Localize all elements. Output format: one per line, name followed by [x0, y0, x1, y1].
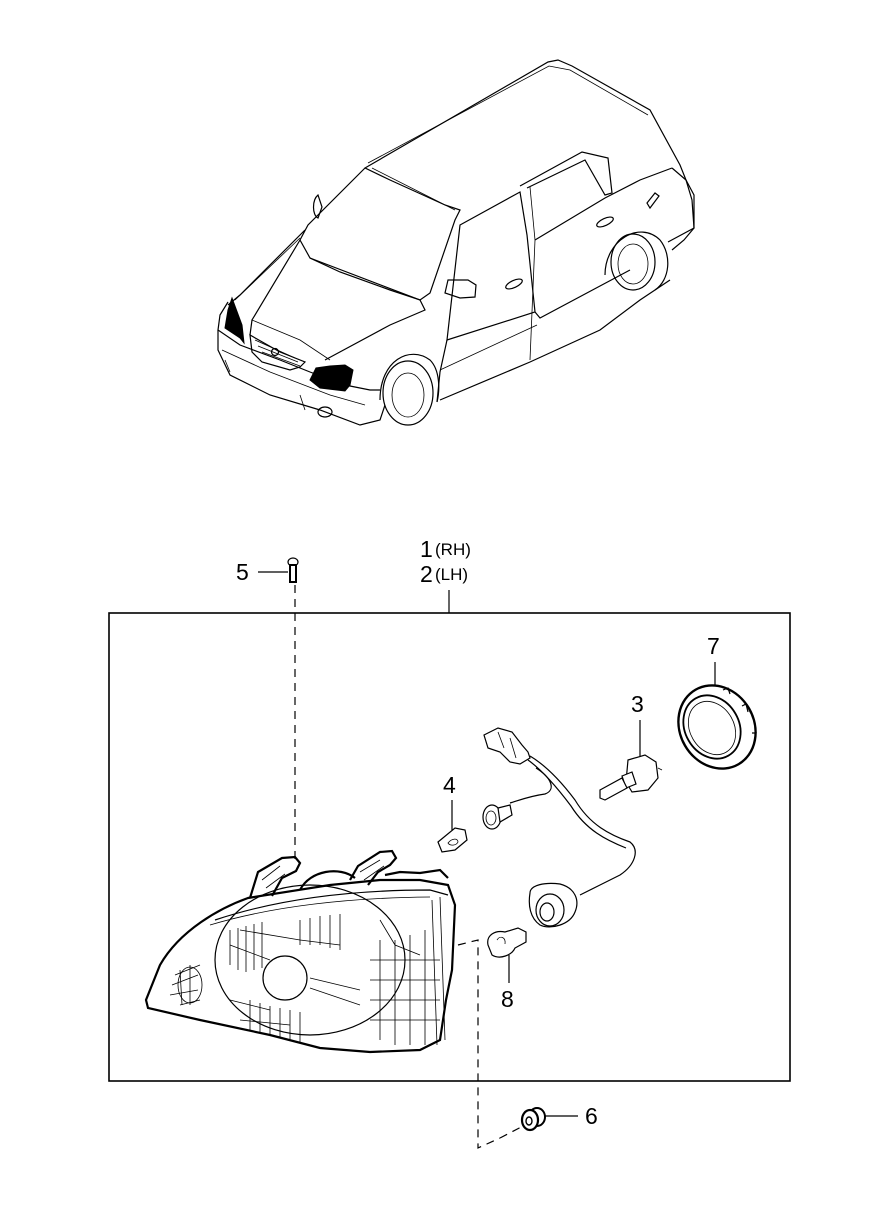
- cover-cap-icon: [677, 684, 757, 770]
- callout-number: 3: [631, 691, 644, 717]
- callout-3: 3: [599, 691, 663, 801]
- signal-bulb-icon: [487, 927, 527, 958]
- label-lh: (LH): [435, 565, 468, 584]
- turn-signal-socket-icon: [528, 882, 578, 928]
- bolt-icon: [287, 557, 299, 583]
- wedge-bulb-icon: [437, 827, 468, 853]
- callout-5: 5: [236, 557, 299, 860]
- label-num-1: 1: [420, 536, 433, 562]
- headlamp-left-highlight: [224, 296, 245, 345]
- wiring-harness: [482, 727, 636, 928]
- callout-number: 4: [443, 772, 456, 798]
- nut-dash-line: [457, 939, 501, 1149]
- connector-icon: [483, 727, 531, 765]
- headlamp-right-highlight: [309, 364, 354, 392]
- label-num-2: 2: [420, 561, 433, 587]
- callout-6: 6: [520, 1103, 598, 1132]
- callout-number: 5: [236, 559, 249, 585]
- nut-dash-line-diag: [499, 1124, 526, 1139]
- callout-number: 7: [707, 633, 720, 659]
- callout-number: 8: [501, 986, 514, 1012]
- callout-7: 7: [677, 633, 757, 770]
- assembly-label: 1 (RH) 2 (LH): [420, 536, 471, 613]
- vehicle-illustration: [217, 59, 695, 426]
- halogen-bulb-icon: [599, 754, 663, 801]
- grommet-icon: [520, 1107, 546, 1132]
- position-socket-icon: [482, 804, 513, 830]
- label-rh: (RH): [435, 540, 471, 559]
- headlamp-assembly: [144, 849, 457, 1054]
- callout-4: 4: [437, 772, 468, 853]
- callout-8: 8: [487, 927, 527, 1012]
- callout-number: 6: [585, 1103, 598, 1129]
- assembly-frame: [108, 612, 791, 1082]
